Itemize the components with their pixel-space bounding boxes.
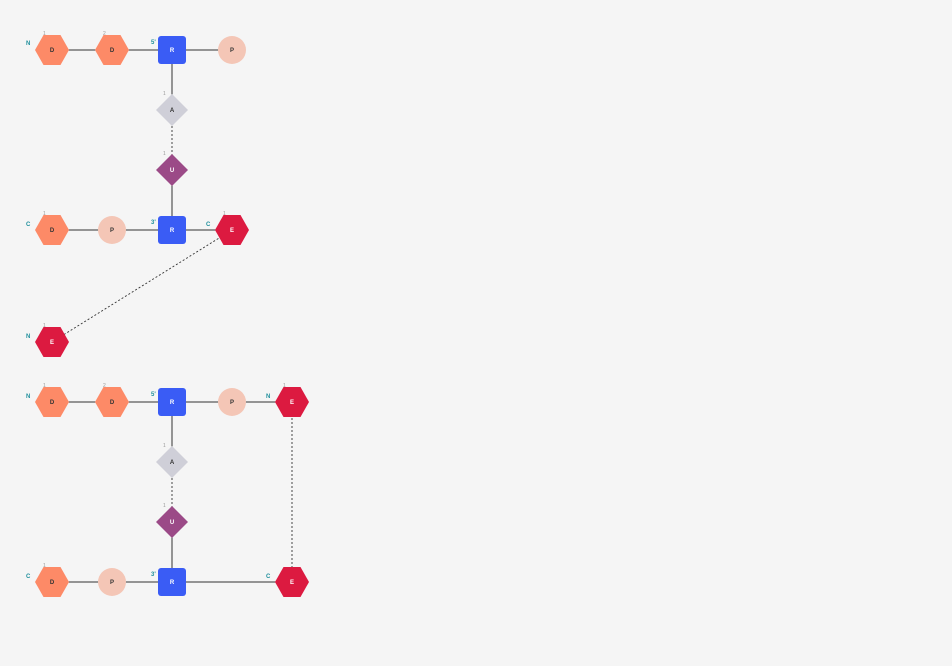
node-shape-u (156, 154, 188, 186)
node-shape-r (158, 36, 186, 64)
node-a2[interactable]: A1 (156, 443, 188, 478)
node-shape-u (156, 506, 188, 538)
node-label: U (170, 168, 174, 174)
node-shape-p (98, 568, 126, 596)
node-label: D (50, 580, 55, 586)
node-index: 2 (103, 31, 106, 37)
terminal-label-t9: N (266, 394, 270, 400)
terminal-label-t1: N (26, 41, 30, 47)
terminal-label-t3: C (26, 222, 31, 228)
node-shape-p (218, 36, 246, 64)
terminal-label-t7: N (26, 394, 30, 400)
terminal-label-t11: 3' (151, 572, 156, 578)
node-d5[interactable]: D2 (95, 383, 129, 417)
node-d1[interactable]: D1 (35, 31, 69, 65)
terminal-label-t6: N (26, 334, 30, 340)
node-shape-d (95, 35, 129, 65)
node-label: E (50, 340, 54, 346)
node-e4[interactable]: E (275, 567, 309, 597)
node-index: 1 (223, 211, 226, 217)
node-r4[interactable]: R (158, 568, 186, 596)
node-label: D (110, 400, 115, 406)
node-shape-d (35, 387, 69, 417)
node-r1[interactable]: R (158, 36, 186, 64)
node-shape-d (35, 35, 69, 65)
node-e3[interactable]: E1 (275, 383, 309, 417)
node-index: 1 (163, 151, 166, 157)
node-d2[interactable]: D2 (95, 31, 129, 65)
node-shape-a (156, 446, 188, 478)
node-index: 1 (43, 383, 46, 389)
node-d6[interactable]: D1 (35, 563, 69, 597)
node-shape-r (158, 388, 186, 416)
node-label: R (170, 228, 175, 234)
terminal-label-t2: 5' (151, 40, 156, 46)
node-index: 2 (103, 383, 106, 389)
node-label: U (170, 520, 174, 526)
node-p1[interactable]: P (218, 36, 246, 64)
node-label: R (170, 48, 175, 54)
terminal-label-t8: 5' (151, 392, 156, 398)
node-label: P (110, 228, 114, 234)
node-shape-r (158, 568, 186, 596)
terminal-label-t5: C (206, 222, 211, 228)
node-label: E (230, 228, 234, 234)
node-index: 1 (43, 31, 46, 37)
edges (51, 49, 293, 583)
node-label: R (170, 580, 175, 586)
node-p2[interactable]: P (98, 216, 126, 244)
edge-e1-e2 (51, 229, 233, 343)
node-shape-e (275, 387, 309, 417)
terminal-label-t4: 3' (151, 220, 156, 226)
node-index: 1 (43, 563, 46, 569)
node-d4[interactable]: D1 (35, 383, 69, 417)
node-r2[interactable]: R (158, 216, 186, 244)
node-shape-p (218, 388, 246, 416)
terminal-labels: N 5' C 3' C N N 5' N C 3' C (26, 40, 271, 580)
node-shape-e (215, 215, 249, 245)
node-index: 1 (43, 211, 46, 217)
node-shape-p (98, 216, 126, 244)
node-p4[interactable]: P (98, 568, 126, 596)
node-index: 1 (163, 503, 166, 509)
node-label: D (110, 48, 115, 54)
node-shape-r (158, 216, 186, 244)
node-shape-d (95, 387, 129, 417)
node-shape-e (35, 327, 69, 357)
node-label: A (170, 108, 175, 114)
node-u1[interactable]: U1 (156, 151, 188, 186)
node-index: 1 (283, 383, 286, 389)
terminal-label-t12: C (266, 574, 271, 580)
node-label: R (170, 400, 175, 406)
node-r3[interactable]: R (158, 388, 186, 416)
node-shape-d (35, 215, 69, 245)
node-shape-e (275, 567, 309, 597)
node-shape-d (35, 567, 69, 597)
node-index: 1 (163, 91, 166, 97)
node-e2[interactable]: E1 (35, 323, 69, 357)
node-label: D (50, 228, 55, 234)
node-e1[interactable]: E1 (215, 211, 249, 245)
node-label: E (290, 580, 294, 586)
node-label: P (230, 48, 234, 54)
node-index: 1 (43, 323, 46, 329)
node-label: P (110, 580, 114, 586)
node-shape-a (156, 94, 188, 126)
node-a1[interactable]: A1 (156, 91, 188, 126)
node-label: E (290, 400, 294, 406)
node-d3[interactable]: D1 (35, 211, 69, 245)
node-label: P (230, 400, 234, 406)
terminal-label-t10: C (26, 574, 31, 580)
node-label: D (50, 400, 55, 406)
node-label: D (50, 48, 55, 54)
node-index: 1 (163, 443, 166, 449)
node-label: A (170, 460, 175, 466)
node-p3[interactable]: P (218, 388, 246, 416)
node-u2[interactable]: U1 (156, 503, 188, 538)
